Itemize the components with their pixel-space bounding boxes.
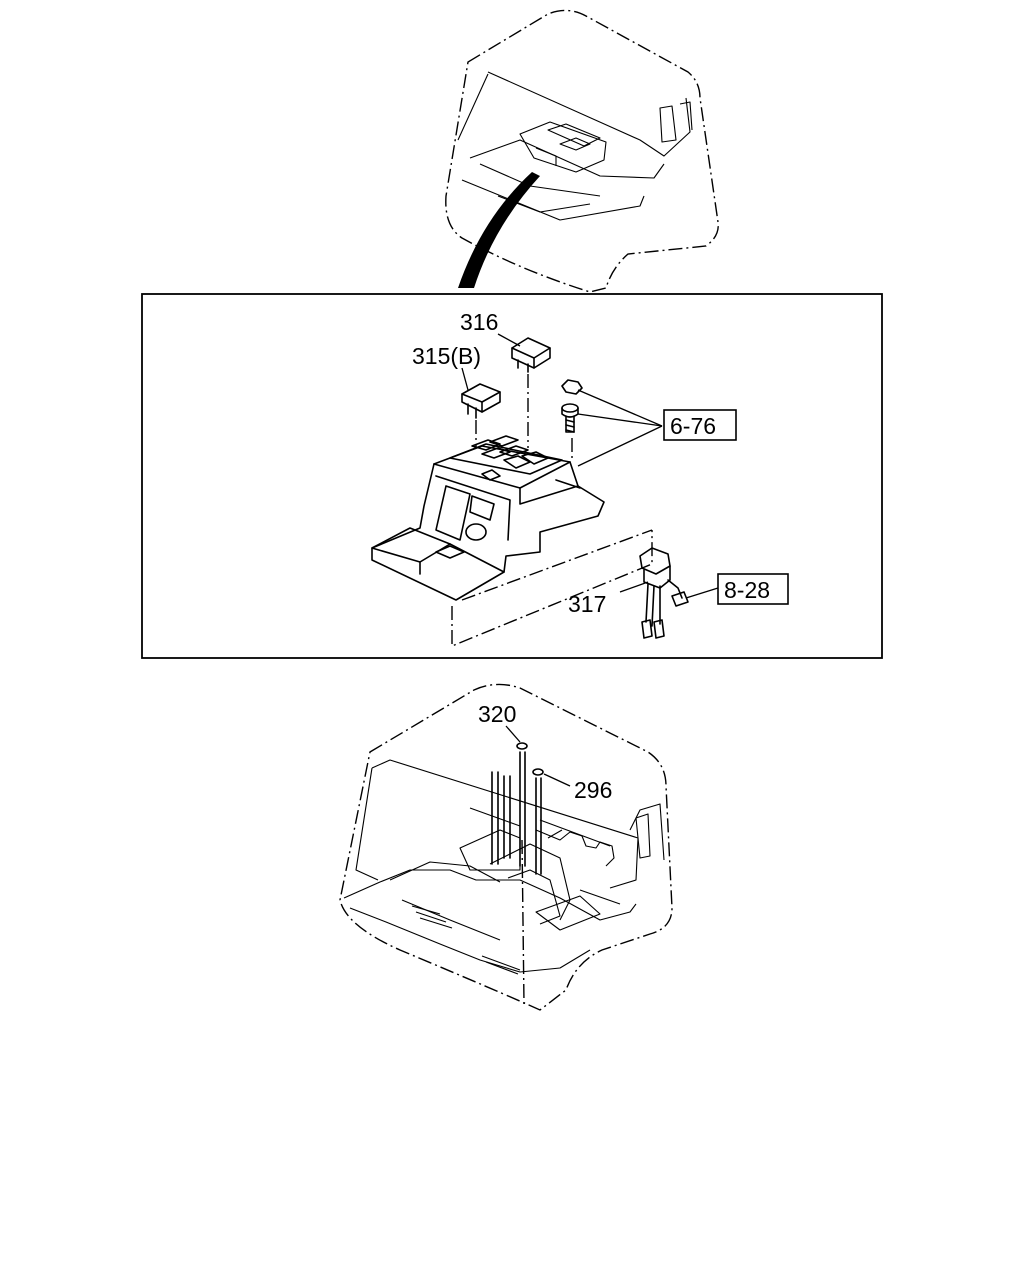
detail-frame [141,293,883,659]
ref-828: 8-28 [724,577,770,603]
part-315b-cap [461,383,501,419]
callout-320: 320 [478,701,516,727]
part-clip [561,379,583,395]
leader-676-b [577,413,663,427]
cab-floor-bottom [339,683,673,1011]
leader-315b [461,367,469,391]
callout-296: 296 [574,777,612,803]
leader-296 [543,773,571,787]
callout-315b: 315(B) [412,343,481,369]
part-320-plug [516,742,528,750]
leader-828 [685,587,719,599]
part-316-cap [511,337,551,373]
ref-676: 6-76 [670,413,716,439]
leader-320 [505,725,521,743]
part-screw [561,403,579,433]
ref-box-828 [717,573,789,605]
callout-316: 316 [460,309,498,335]
leader-317 [619,581,649,593]
leader-676-c [577,425,663,467]
floor-insertion-lines [491,751,542,875]
ref-box-676 [663,409,737,441]
mounting-line-b [461,529,653,601]
callout-317: 317 [568,591,606,617]
part-296-plug [532,768,544,776]
center-console [371,435,605,601]
mounting-line-a [451,530,653,648]
leader-676-a [577,389,663,427]
part-317-switch [639,547,689,639]
floor-centerline [521,839,525,1005]
leader-316 [497,333,521,347]
detail-pointer [458,172,540,288]
